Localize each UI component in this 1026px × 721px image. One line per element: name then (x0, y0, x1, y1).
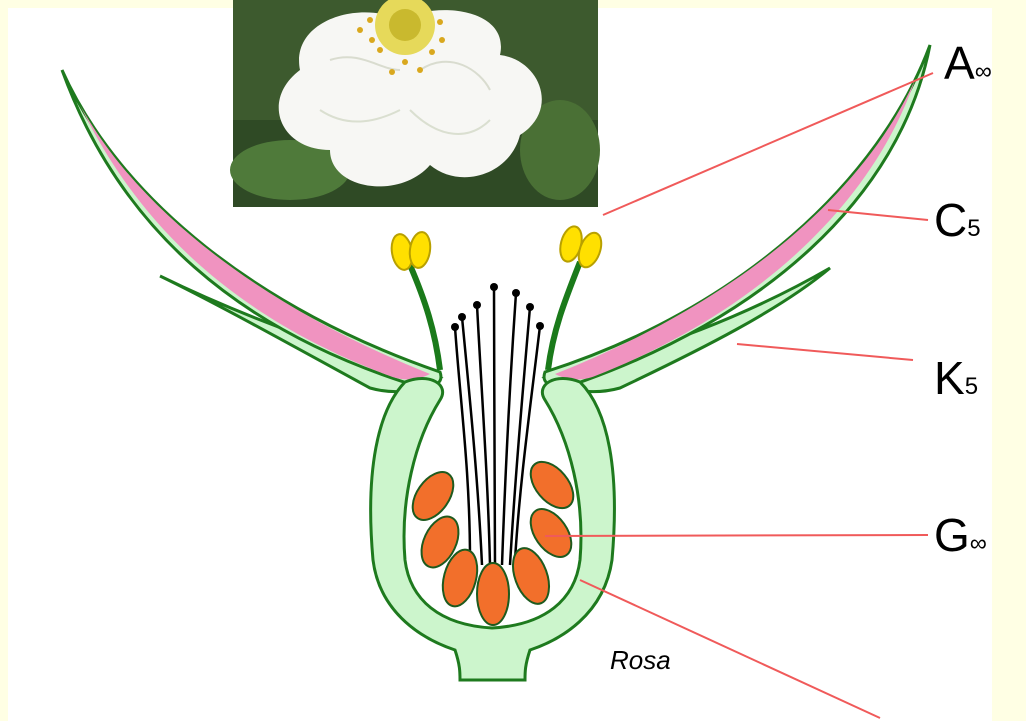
receptacle (371, 378, 615, 680)
genus-caption: Rosa (610, 645, 671, 676)
stamen-left (389, 231, 440, 370)
carpels (404, 454, 581, 625)
stamen-right (548, 224, 606, 370)
petal-right (544, 45, 930, 387)
label-calyx: K5 (934, 355, 978, 401)
styles (455, 287, 540, 565)
stigmas (451, 283, 544, 331)
label-gynoecium: G∞ (934, 512, 987, 558)
label-corolla: C5 (934, 197, 981, 243)
petal-right-pink (555, 80, 915, 380)
rose-photo (230, 0, 600, 207)
label-androecium: A∞ (944, 40, 992, 86)
